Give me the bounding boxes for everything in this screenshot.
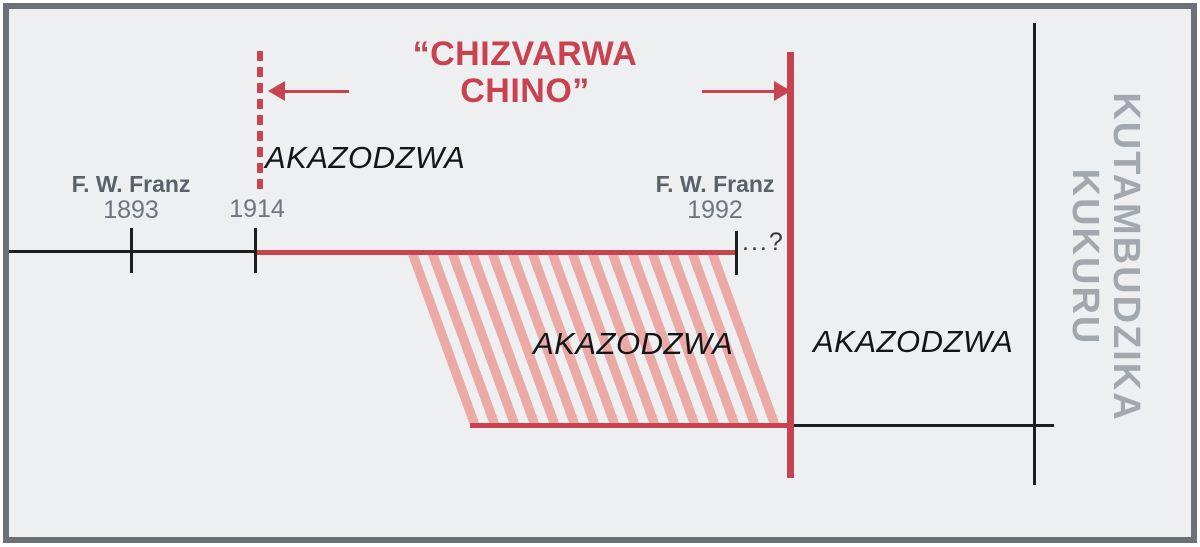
kutambudzika-line1: KUTAMBUDZIKA	[1105, 92, 1147, 422]
event-1914-year: 1914	[229, 195, 285, 223]
akazodzwa-label-right: AKAZODZWA	[813, 324, 1014, 359]
band-bottom-line-red	[470, 423, 794, 428]
right-arrowhead-icon	[774, 81, 791, 101]
dashed-1914-divider	[257, 51, 263, 191]
page-title: “CHIZVARWA CHINO”	[350, 36, 700, 110]
right-arrow-shaft	[702, 90, 774, 93]
kutambudzika-kukuru-label: KUTAMBUDZIKA KUKURU	[1064, 47, 1147, 467]
event-franz-1992-name: F. W. Franz	[655, 171, 775, 197]
akazodzwa-label-band: AKAZODZWA	[533, 326, 734, 361]
left-arrowhead-icon	[268, 81, 285, 101]
event-franz-1893-name: F. W. Franz	[71, 171, 191, 197]
event-franz-1992-year: 1992	[687, 196, 743, 224]
tick-1914	[254, 228, 257, 273]
tick-1893	[130, 228, 133, 273]
akazodzwa-label-left: AKAZODZWA	[265, 140, 466, 175]
event-franz-1893: F. W. Franz 1893	[36, 171, 226, 224]
band-bottom-line-black	[794, 424, 1054, 427]
event-franz-1893-year: 1893	[103, 196, 159, 224]
left-arrow-shaft	[283, 90, 349, 93]
continuation-label: ...?	[742, 228, 785, 256]
present-divider-line	[787, 52, 794, 478]
tick-1992	[735, 231, 738, 275]
timeline-line-black	[9, 250, 257, 253]
timeline-line-red	[257, 250, 737, 255]
page-title-line2: CHINO”	[460, 72, 590, 110]
kutambudzika-line2: KUKURU	[1064, 168, 1106, 346]
event-franz-1992: F. W. Franz 1992	[620, 171, 810, 224]
tribulation-divider-line	[1033, 23, 1036, 485]
page-title-line1: “CHIZVARWA	[412, 35, 638, 73]
